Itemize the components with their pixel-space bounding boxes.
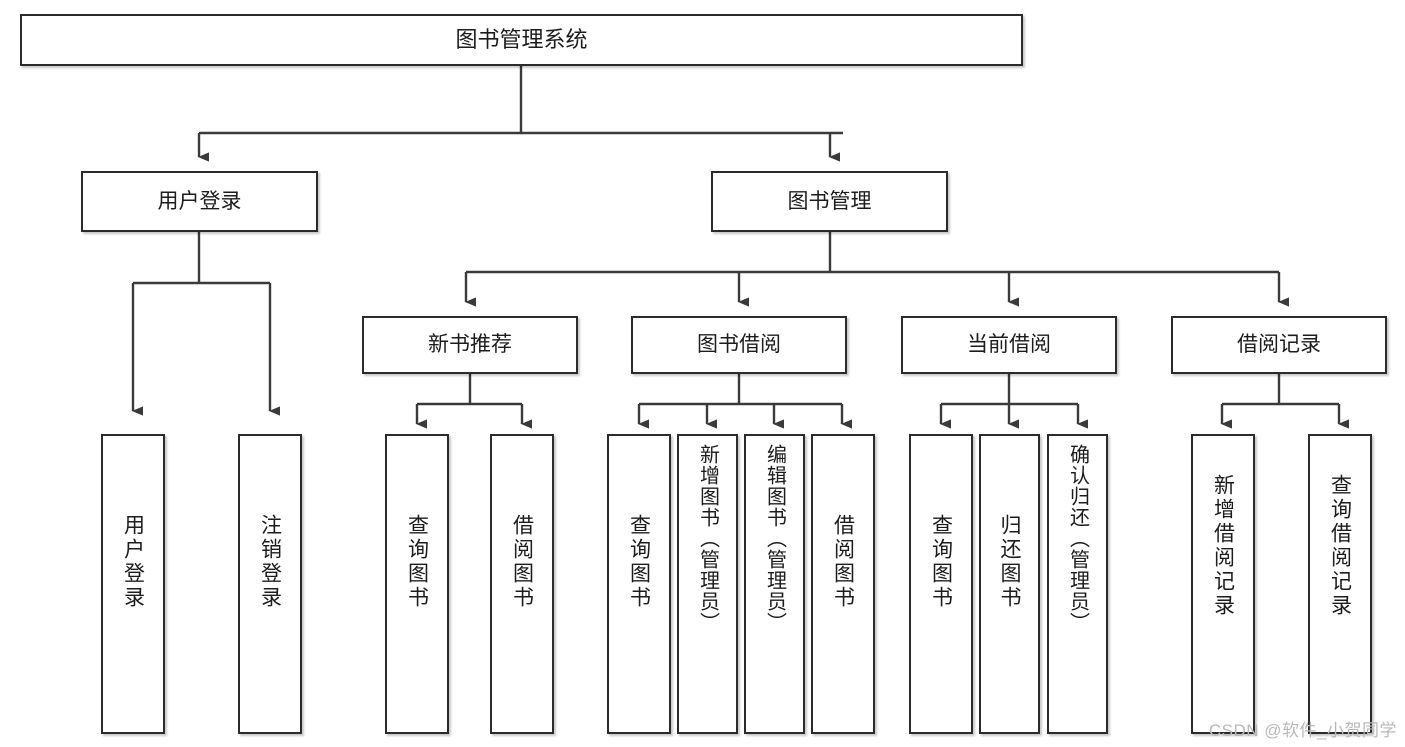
- node-user-login[interactable]: 用户登录: [81, 171, 318, 232]
- node-leaf-query-borrow-record-label: 查询借阅记录: [1328, 474, 1352, 618]
- node-leaf-user-login-label: 用户登录: [121, 514, 145, 610]
- node-user-login-label: 用户登录: [157, 189, 242, 213]
- node-leaf-add-borrow-record[interactable]: 新增借阅记录: [1191, 434, 1255, 734]
- node-leaf-query-book-2[interactable]: 查询图书: [607, 434, 671, 734]
- node-leaf-logout-login[interactable]: 注销登录: [238, 434, 302, 734]
- node-leaf-add-book-label: 新增图书（管理员）: [696, 444, 719, 633]
- node-leaf-edit-book[interactable]: 编辑图书（管理员）: [744, 434, 805, 734]
- node-root[interactable]: 图书管理系统: [20, 14, 1023, 66]
- node-leaf-confirm-return[interactable]: 确认归还（管理员）: [1047, 434, 1108, 734]
- node-leaf-query-book-3-label: 查询图书: [929, 514, 953, 610]
- node-leaf-return-book[interactable]: 归还图书: [979, 434, 1040, 734]
- node-leaf-borrow-book-1[interactable]: 借阅图书: [490, 434, 554, 734]
- node-new-book-recommend[interactable]: 新书推荐: [362, 316, 578, 374]
- node-book-borrow-label: 图书借阅: [697, 333, 781, 357]
- node-leaf-query-book-3[interactable]: 查询图书: [909, 434, 973, 734]
- node-book-borrow[interactable]: 图书借阅: [631, 316, 847, 374]
- node-leaf-borrow-book-2[interactable]: 借阅图书: [811, 434, 875, 734]
- node-leaf-confirm-return-label: 确认归还（管理员）: [1066, 444, 1089, 633]
- node-current-borrow[interactable]: 当前借阅: [901, 316, 1117, 374]
- node-leaf-query-book-2-label: 查询图书: [627, 514, 651, 610]
- node-leaf-query-book-1-label: 查询图书: [405, 514, 429, 610]
- node-borrow-record[interactable]: 借阅记录: [1171, 316, 1387, 374]
- node-leaf-borrow-book-1-label: 借阅图书: [510, 514, 534, 610]
- node-leaf-return-book-label: 归还图书: [998, 514, 1021, 610]
- csdn-watermark: CSDN @软件_小贺同学: [1208, 721, 1397, 740]
- node-root-label: 图书管理系统: [455, 26, 588, 52]
- node-leaf-add-borrow-record-label: 新增借阅记录: [1211, 474, 1235, 618]
- node-leaf-query-book-1[interactable]: 查询图书: [385, 434, 449, 734]
- node-current-borrow-label: 当前借阅: [967, 333, 1051, 357]
- node-leaf-edit-book-label: 编辑图书（管理员）: [763, 444, 786, 633]
- node-new-book-recommend-label: 新书推荐: [428, 333, 512, 357]
- node-leaf-user-login[interactable]: 用户登录: [101, 434, 165, 734]
- node-leaf-add-book[interactable]: 新增图书（管理员）: [677, 434, 738, 734]
- node-book-management-label: 图书管理: [787, 189, 872, 213]
- node-borrow-record-label: 借阅记录: [1237, 333, 1321, 357]
- node-leaf-query-borrow-record[interactable]: 查询借阅记录: [1308, 434, 1372, 734]
- node-leaf-logout-login-label: 注销登录: [258, 514, 282, 610]
- node-leaf-borrow-book-2-label: 借阅图书: [831, 514, 855, 610]
- node-book-management[interactable]: 图书管理: [711, 171, 948, 232]
